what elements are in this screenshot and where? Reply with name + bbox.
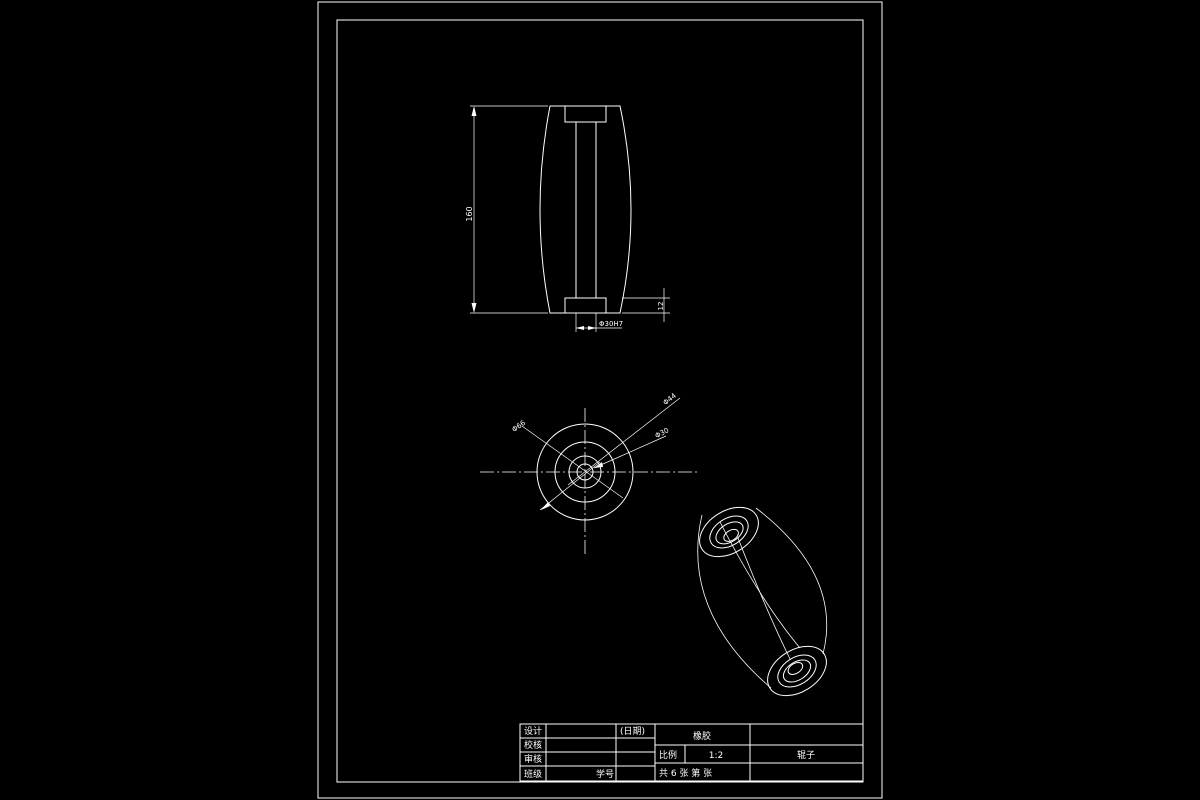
step-dimension-text: 12 (657, 302, 665, 311)
section-view: 160 12 Φ30H7 (465, 105, 670, 332)
outer-frame (317, 1, 883, 799)
review-label: 审核 (524, 753, 542, 765)
material-text: 橡胶 (693, 730, 711, 742)
class-label: 班级 (524, 768, 542, 780)
date-label: (日期) (620, 726, 645, 737)
bore-circle (576, 463, 594, 481)
title-block: 设计 校核 审核 班级 (日期) 学号 橡胶 比例 1:2 辊子 共 6 张 第… (519, 723, 864, 782)
sheet-count: 共 6 张 第 张 (659, 767, 712, 779)
outer-diameter-text: Φ66 (511, 419, 528, 434)
inner-frame (336, 19, 864, 783)
step-diameter-text: Φ44 (662, 391, 679, 407)
iso-left-silhouette (697, 514, 772, 689)
iso-right-silhouette (755, 507, 828, 655)
part-name: 辊子 (797, 749, 815, 761)
design-label: 设计 (524, 725, 542, 737)
step-circle (554, 441, 616, 503)
end-view: Φ66 Φ44 Φ30 (480, 391, 697, 555)
student-no-label: 学号 (596, 768, 614, 780)
section-right-wall (595, 105, 632, 314)
scale-label: 比例 (659, 749, 677, 761)
section-left-wall (539, 105, 577, 314)
check-label: 校核 (524, 739, 542, 751)
height-dimension-text: 160 (465, 206, 474, 221)
outer-circle (536, 423, 634, 521)
bore-dimension-text: Φ30H7 (599, 320, 623, 328)
middle-circle (568, 455, 602, 489)
isometric-view (697, 506, 828, 697)
scale-value: 1:2 (709, 751, 723, 761)
